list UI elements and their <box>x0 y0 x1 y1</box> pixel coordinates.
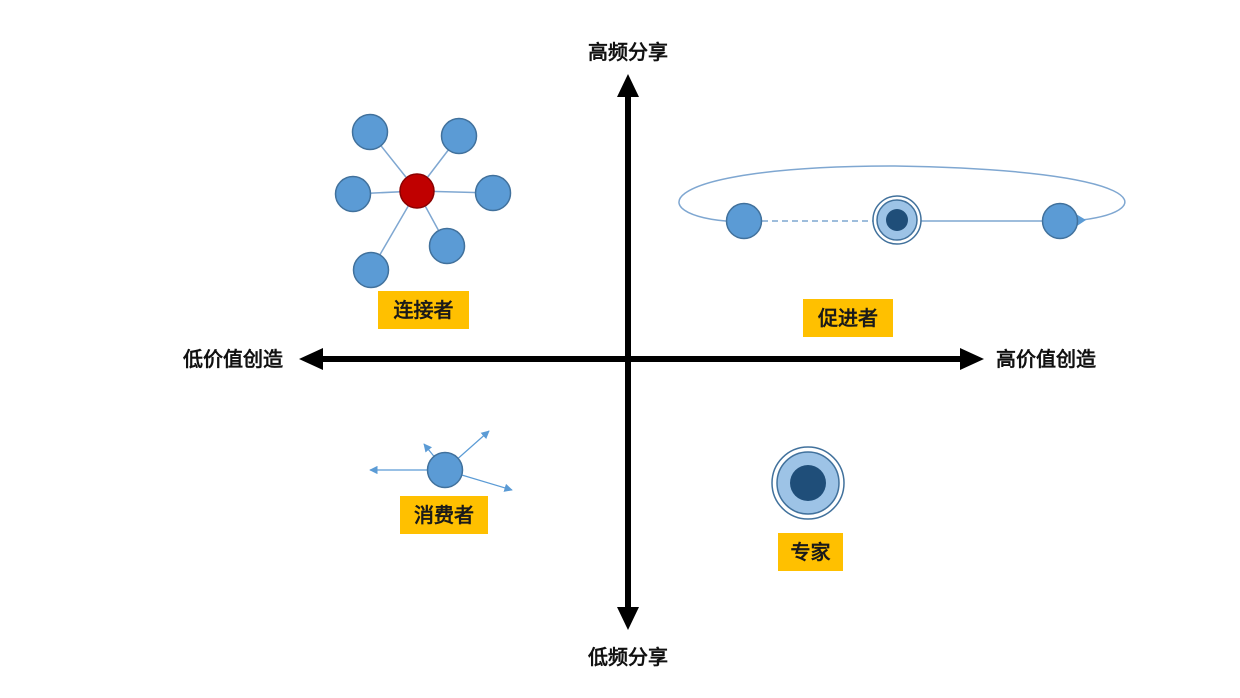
consumer-node <box>426 451 464 489</box>
expert-node-group <box>771 446 845 520</box>
axis-label-bottom: 低频分享 <box>587 645 668 669</box>
tag-expert: 专家 <box>778 533 843 571</box>
axis-label-left: 低价值创造 <box>182 347 284 371</box>
orbit-node-left <box>725 202 763 240</box>
network-node <box>440 117 478 155</box>
tag-label: 专家 <box>791 540 832 564</box>
facilitator-orbit <box>678 165 1126 245</box>
axis-label-right: 高价值创造 <box>996 347 1097 371</box>
tag-facilitator: 促进者 <box>803 299 893 337</box>
network-node <box>351 113 389 151</box>
connector-network <box>334 113 512 289</box>
tag-background <box>400 496 488 534</box>
axis-label-top: 高频分享 <box>588 40 668 64</box>
arrow-right-icon <box>960 348 984 370</box>
orbit-arrow-icon <box>1076 214 1086 226</box>
network-node <box>352 251 390 289</box>
tag-background <box>778 533 843 571</box>
tag-label: 促进者 <box>817 306 878 330</box>
hub-node <box>399 173 435 209</box>
expert-core <box>790 465 826 501</box>
network-node <box>474 174 512 212</box>
arrow-left-icon <box>299 348 323 370</box>
orbit-path <box>678 165 1126 223</box>
tag-consumer: 消费者 <box>400 496 488 534</box>
facilitator-core <box>886 209 908 231</box>
orbit-node-right <box>1041 202 1079 240</box>
tag-background <box>803 299 893 337</box>
tag-label: 消费者 <box>414 503 474 527</box>
network-node <box>428 227 466 265</box>
network-node <box>334 175 372 213</box>
arrow-down-icon <box>617 607 639 630</box>
tag-label: 连接者 <box>394 298 454 322</box>
tag-connector: 连接者 <box>378 291 469 329</box>
arrow-up-icon <box>617 74 639 97</box>
tag-background <box>378 291 469 329</box>
axes <box>299 74 984 630</box>
consumer-node-group <box>369 430 513 492</box>
